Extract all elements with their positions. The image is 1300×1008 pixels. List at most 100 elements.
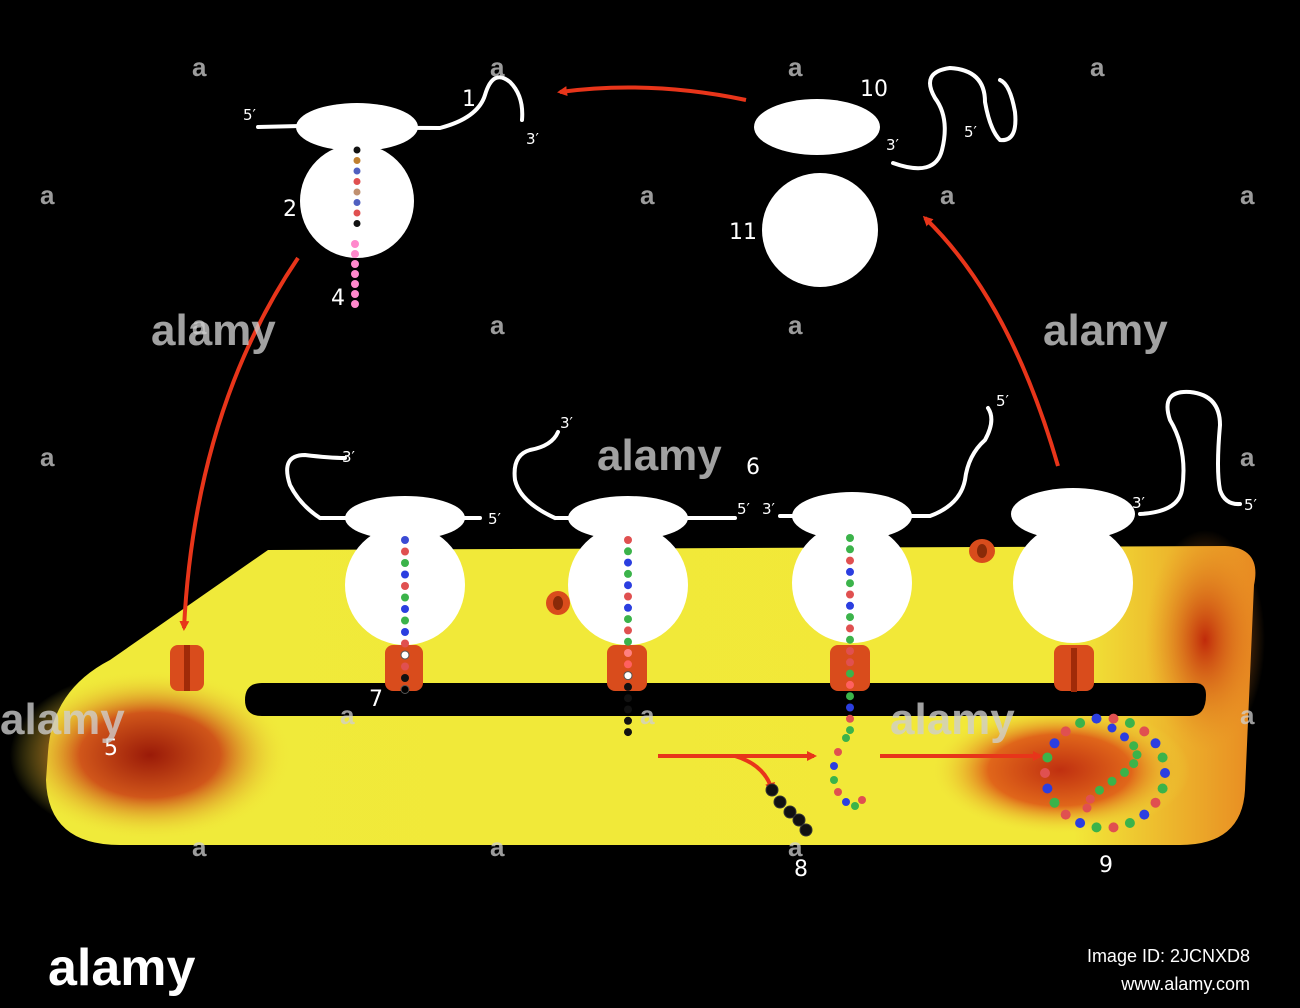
amino-acid-bead: [401, 593, 409, 602]
watermark-a-10: a: [490, 310, 505, 340]
free-ribosome: [256, 75, 525, 308]
bound-ribosome-2: [512, 430, 737, 737]
watermark-a-15: a: [640, 700, 655, 730]
amino-acid-bead: [401, 628, 409, 636]
amino-acid-bead: [353, 209, 361, 217]
label-8: 8: [794, 857, 808, 882]
amino-acid-bead: [1060, 726, 1071, 737]
amino-acid-bead: [1082, 803, 1092, 813]
label-6: 6: [746, 455, 760, 480]
nascent-chain-r1: [400, 536, 410, 694]
amino-acid-bead: [1132, 750, 1142, 760]
translocon-small-2: [969, 539, 995, 563]
amino-acid-bead: [401, 639, 409, 648]
watermark-4: alamy: [0, 695, 125, 744]
amino-acid-bead: [846, 635, 854, 644]
end-5-r2: 5′: [737, 500, 751, 518]
amino-acid-bead: [846, 703, 854, 712]
amino-acid-bead: [842, 734, 850, 742]
amino-acid-bead: [846, 579, 854, 588]
label-1: 1: [462, 87, 476, 112]
amino-acid-bead: [1091, 822, 1102, 833]
amino-acid-bead: [624, 592, 632, 601]
nascent-chain-r2: [623, 536, 633, 737]
amino-acid-bead: [1042, 783, 1053, 794]
end-5-free: 5′: [964, 123, 978, 141]
small-subunit-top: [296, 103, 418, 151]
amino-acid-bead: [624, 694, 632, 703]
end-3-free: 3′: [886, 136, 900, 154]
watermark-a-5: a: [40, 180, 55, 210]
amino-acid-bead: [400, 650, 410, 660]
amino-acid-bead: [353, 220, 361, 227]
amino-acid-bead: [846, 714, 854, 723]
amino-acid-bead: [1160, 768, 1170, 778]
signal-peptide-8: [765, 783, 813, 837]
amino-acid-bead: [1107, 776, 1117, 786]
amino-acid-bead: [1049, 738, 1060, 749]
end-3-top: 3′: [526, 130, 540, 148]
amino-acid-bead: [624, 649, 632, 657]
end-5-r1: 5′: [488, 510, 502, 528]
amino-acid-bead: [1150, 738, 1161, 749]
amino-acid-bead: [1129, 741, 1139, 751]
folded-protein-9: [1040, 713, 1170, 833]
amino-acid-bead: [1150, 797, 1161, 808]
amino-acid-bead: [846, 658, 854, 667]
amino-acid-bead: [1120, 767, 1129, 777]
amino-acid-bead: [624, 660, 632, 669]
folding-chain: [830, 734, 866, 810]
watermark-a-4: a: [1090, 52, 1105, 82]
amino-acid-bead: [401, 547, 409, 556]
membrane-left-shade: [10, 670, 290, 840]
label-11: 11: [729, 220, 757, 245]
amino-acid-bead: [624, 603, 632, 612]
amino-acid-bead: [401, 674, 409, 682]
amino-acid-bead: [624, 705, 632, 714]
watermark-a-11: a: [788, 310, 803, 340]
amino-acid-bead: [846, 590, 854, 599]
amino-acid-bead: [624, 569, 632, 578]
amino-acid-bead: [858, 796, 866, 804]
watermark-1: alamy: [151, 306, 276, 355]
amino-acid-bead: [353, 167, 361, 175]
amino-acid-bead: [1108, 822, 1119, 833]
amino-acid-bead: [851, 802, 859, 810]
amino-acid-bead: [401, 536, 409, 544]
arrow-left-down: [179, 256, 300, 631]
end-5-top: 5′: [243, 106, 257, 124]
end-3-r4: 3′: [1132, 494, 1146, 512]
amino-acid-bead: [624, 637, 632, 646]
large-subunit-r4: [1013, 523, 1133, 643]
nascent-chain-r3: [846, 534, 854, 735]
label-2: 2: [283, 197, 297, 222]
amino-acid-bead: [401, 570, 409, 579]
translocons: [170, 539, 1094, 692]
translocon-empty: [170, 645, 204, 691]
end-5-r3: 5′: [996, 392, 1010, 410]
signal-peptide-bead: [792, 813, 806, 827]
watermark-a-14: a: [340, 700, 355, 730]
label-7: 7: [369, 687, 383, 712]
small-subunit-r3: [792, 492, 912, 540]
amino-acid-bead: [846, 624, 854, 633]
watermark-2: alamy: [597, 431, 722, 480]
amino-acid-bead: [1120, 732, 1129, 742]
footer-url: www.alamy.com: [1120, 974, 1250, 994]
amino-acid-bead: [401, 662, 409, 671]
mrna-free: [891, 65, 1018, 171]
footer-brand-logo: alamy: [48, 939, 196, 997]
amino-acid-bead: [834, 788, 842, 796]
peptide-bead: [351, 300, 359, 308]
watermark-a-8: a: [1240, 180, 1255, 210]
label-10: 10: [860, 77, 888, 102]
watermark-a-13: a: [1240, 442, 1255, 472]
amino-acid-bead: [846, 680, 854, 689]
bound-ribosome-4: [1011, 389, 1242, 643]
label-4: 4: [331, 286, 345, 311]
amino-acid-bead: [401, 559, 409, 567]
amino-acid-bead: [1091, 713, 1102, 724]
small-subunit-r4: [1011, 488, 1135, 540]
amino-acid-bead: [353, 157, 361, 164]
amino-acid-bead: [1157, 752, 1168, 763]
